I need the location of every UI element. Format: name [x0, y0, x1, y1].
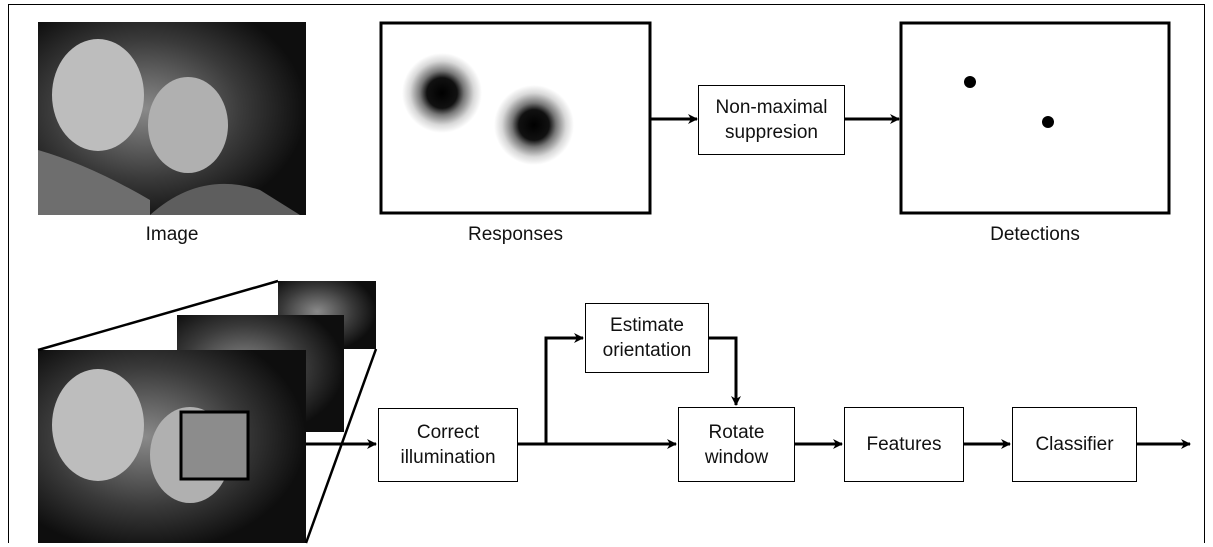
correct-illumination-box: Correct illumination	[378, 408, 518, 482]
nms-box: Non-maximal suppresion	[698, 85, 845, 155]
estimate-orientation-label: Estimate orientation	[602, 315, 692, 361]
estimate-orientation-box: Estimate orientation	[585, 303, 709, 373]
rotate-window-box: Rotate window	[678, 407, 795, 482]
detections-panel	[899, 21, 1171, 215]
classifier-box: Classifier	[1012, 407, 1137, 482]
features-label: Features	[866, 434, 942, 455]
input-photo	[38, 22, 306, 215]
response-blob-1	[402, 53, 482, 133]
nms-box-label: Non-maximal suppresion	[715, 97, 828, 143]
responses-label: Responses	[467, 224, 564, 245]
image-label: Image	[145, 224, 199, 245]
detection-point-2	[1042, 116, 1054, 128]
classifier-label: Classifier	[1035, 434, 1114, 455]
detection-point-1	[964, 76, 976, 88]
detections-label: Detections	[990, 224, 1080, 245]
arrow-to-estimate-orientation	[544, 333, 584, 444]
features-box: Features	[844, 407, 964, 482]
rotate-window-label: Rotate window	[704, 421, 769, 468]
arrow-orientation-to-rotate	[709, 336, 741, 406]
correct-illumination-label: Correct illumination	[400, 422, 496, 468]
response-blob-2	[494, 85, 574, 165]
face-left	[52, 39, 144, 151]
diagram-frame	[8, 4, 1205, 543]
sliding-window	[179, 410, 250, 481]
face-right	[148, 77, 228, 173]
image-pyramid	[37, 279, 378, 544]
